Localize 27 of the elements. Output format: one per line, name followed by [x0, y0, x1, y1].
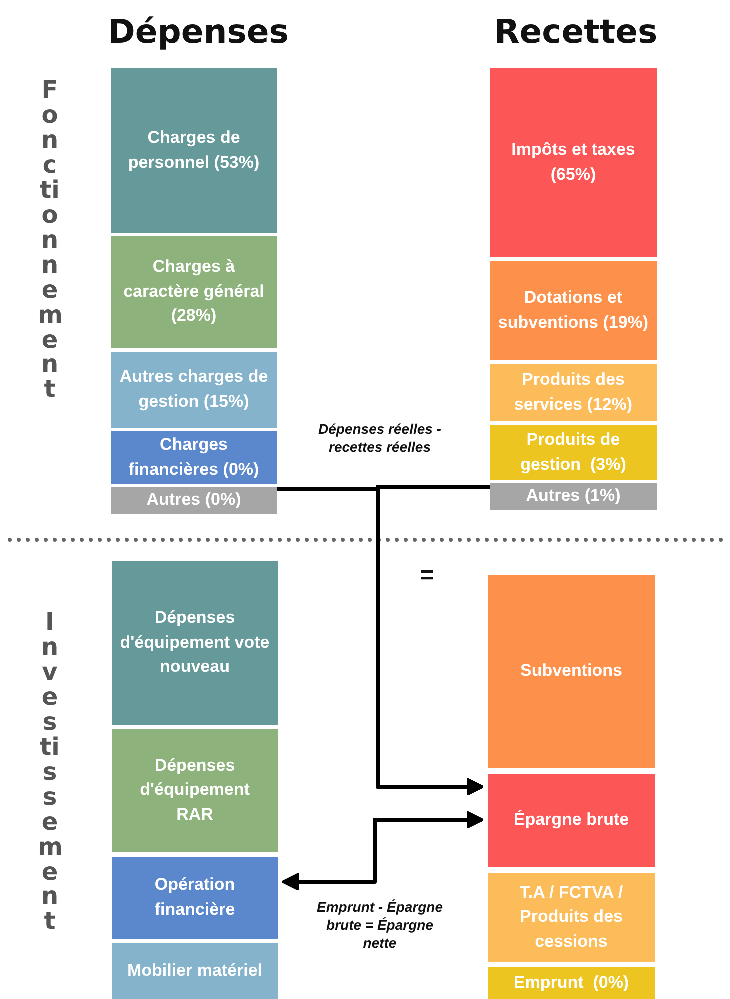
budget-block: Mobilier matériel [112, 943, 278, 999]
budget-block: Produits de gestion (3%) [490, 425, 657, 480]
budget-block: T.A / FCTVA / Produits des cessions [488, 873, 655, 962]
section-label: Fonctionnement [38, 78, 62, 402]
equals-sign: = [418, 562, 435, 590]
budget-block: Emprunt (0%) [488, 967, 655, 999]
budget-block: Produits des services (12%) [490, 364, 657, 421]
budget-block: Autres charges de gestion (15%) [111, 352, 277, 428]
budget-block: Autres (0%) [111, 487, 277, 514]
budget-block: Impôts et taxes (65%) [490, 68, 657, 257]
budget-block: Opération financière [112, 857, 278, 939]
column-heading: Dépenses [108, 12, 288, 51]
budget-block: Autres (1%) [490, 483, 657, 510]
column-heading: Recettes [493, 12, 659, 51]
budget-block: Dotations et subventions (19%) [490, 261, 657, 360]
budget-block: Dépenses d'équipement vote nouveau [112, 561, 278, 725]
formula-text: Emprunt - Épargne brute = Épargne nette [316, 898, 444, 953]
connector-arrow [281, 810, 485, 892]
formula-text: Dépenses réelles - recettes réelles [318, 420, 442, 456]
budget-block: Subventions [488, 575, 655, 768]
budget-block: Dépenses d'équipement RAR [112, 729, 278, 852]
connector-arrow [376, 485, 490, 796]
budget-block: Épargne brute [488, 774, 655, 867]
budget-block: Charges financières (0%) [111, 431, 277, 484]
budget-block: Charges à caractère général (28%) [111, 236, 277, 348]
budget-block: Charges de personnel (53%) [111, 68, 277, 233]
section-label: Investissement [38, 610, 62, 934]
